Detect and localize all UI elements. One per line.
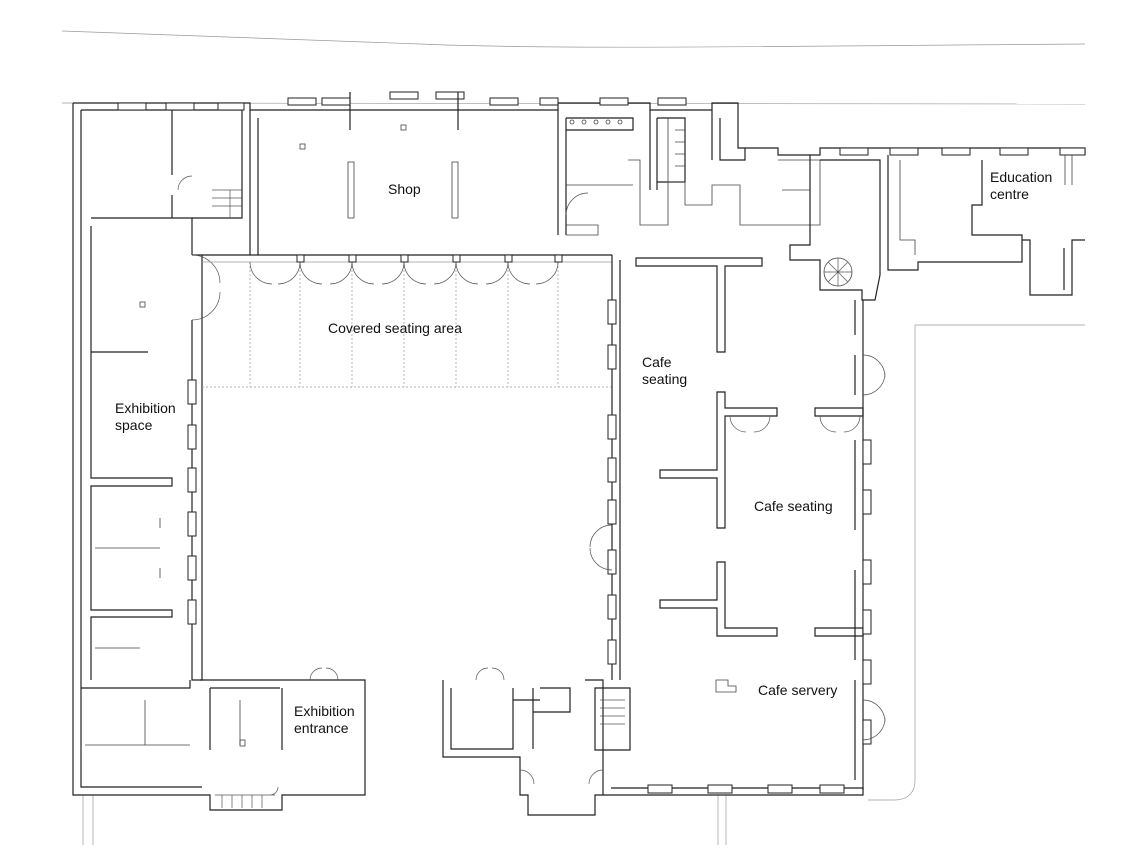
- south-range: [81, 667, 631, 816]
- covered-seating: [202, 254, 612, 388]
- north-range: [72, 102, 1086, 811]
- label-shop: Shop: [388, 181, 421, 197]
- label-exhibition-space: Exhibition space: [115, 400, 176, 433]
- education-wing: [789, 155, 1085, 301]
- east-range: [603, 257, 886, 796]
- shop-room: [299, 92, 459, 219]
- toilet-block: [177, 118, 821, 240]
- site-boundary-right: [868, 324, 1085, 801]
- courtyard: [187, 255, 621, 680]
- west-range: [90, 217, 221, 681]
- label-cafe-servery: Cafe servery: [758, 682, 838, 698]
- label-cafe-seating-north: Cafe seating: [642, 354, 688, 387]
- label-cafe-seating: Cafe seating: [754, 498, 833, 514]
- site-boundary-top: [61, 30, 1086, 48]
- street-windows: [117, 91, 1086, 156]
- label-education-centre: Education centre: [990, 169, 1053, 202]
- site-boundary-bottom: [82, 795, 727, 845]
- label-covered-seating-area: Covered seating area: [328, 320, 462, 336]
- label-exhibition-entrance: Exhibition entrance: [294, 703, 355, 736]
